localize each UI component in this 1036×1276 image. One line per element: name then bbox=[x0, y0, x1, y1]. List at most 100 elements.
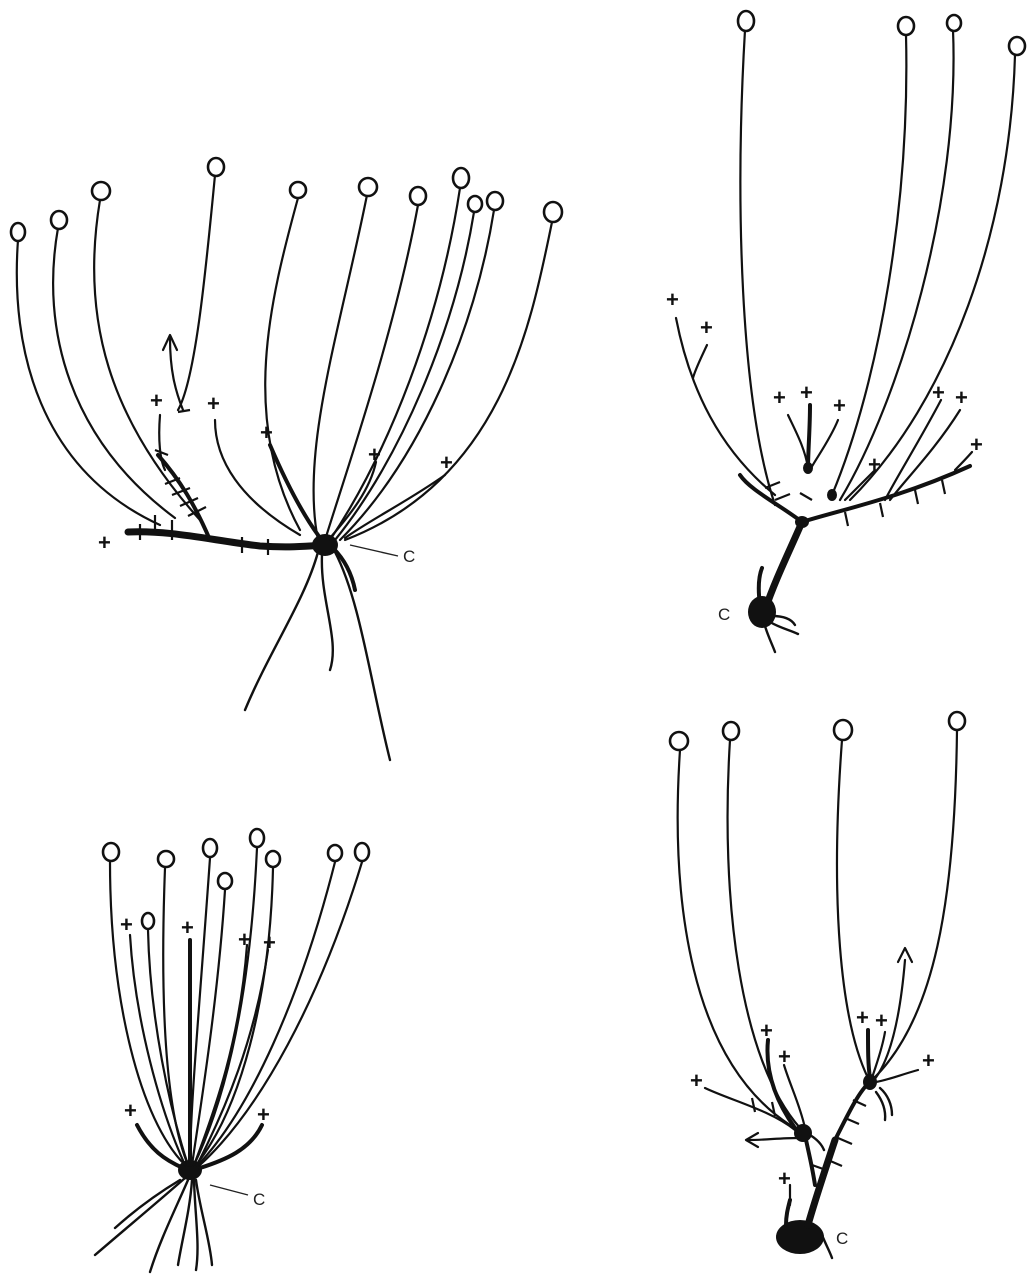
plant-2-bud bbox=[738, 11, 754, 31]
plant-4-rhizome bbox=[835, 1082, 870, 1140]
plant-2-stem bbox=[832, 35, 906, 495]
plant-2-stem bbox=[840, 30, 954, 500]
plant-4-node bbox=[794, 1124, 812, 1142]
plant-3-bud bbox=[250, 829, 264, 847]
plant-1-bud bbox=[92, 182, 110, 200]
plant-1-bud bbox=[410, 187, 426, 205]
plant-4-bud bbox=[834, 720, 852, 740]
plant-3-bud bbox=[266, 851, 280, 867]
plant-4-bud bbox=[723, 722, 739, 740]
plant-4-stem bbox=[876, 1070, 918, 1082]
plant-3-root bbox=[178, 1180, 192, 1265]
plant-4-stock bbox=[808, 1140, 835, 1225]
plant-2-stock bbox=[765, 522, 802, 610]
plant-1-stem bbox=[178, 175, 215, 410]
plant-2-dead-tip-marker: + bbox=[773, 385, 786, 410]
plant-2-dead-tip-marker: + bbox=[833, 393, 846, 418]
plant-4-dead-tip-marker: + bbox=[778, 1166, 791, 1191]
plant-3-bud bbox=[218, 873, 232, 889]
plant-2-bud bbox=[947, 15, 961, 31]
plant-1-bud bbox=[359, 178, 377, 196]
plant-1-rhizome-branch bbox=[158, 455, 210, 540]
plant-1-rhizome bbox=[128, 532, 325, 547]
plant-2-stem bbox=[788, 415, 808, 468]
plant-2-bud bbox=[1009, 37, 1025, 55]
plant-1-bud bbox=[208, 158, 224, 176]
plant-3-root bbox=[150, 1180, 188, 1272]
plant-3-dead-tip-marker: + bbox=[257, 1102, 270, 1127]
plant-1-stem bbox=[335, 212, 474, 540]
plant-2-dead-tip-marker: + bbox=[800, 380, 813, 405]
plant-2-dead-tip-marker: + bbox=[700, 315, 713, 340]
plant-2-bud bbox=[898, 17, 914, 35]
plant-3-dead-tip-marker: + bbox=[238, 927, 251, 952]
plant-1-stem bbox=[94, 200, 200, 520]
plant-4-arrow-shoot bbox=[748, 1138, 798, 1140]
plant-3-dead-tip-marker: + bbox=[120, 912, 133, 937]
plant-4-dead-tip-marker: + bbox=[690, 1068, 703, 1093]
plant-2-node bbox=[795, 516, 809, 528]
plant-3-stem bbox=[148, 930, 188, 1165]
plant-2-dead-tip-marker: + bbox=[932, 380, 945, 405]
plant-3-dead-tip-marker: + bbox=[124, 1098, 137, 1123]
plant-1-stem bbox=[330, 188, 460, 540]
plant-1-stem bbox=[313, 195, 367, 540]
plant-1-bud bbox=[11, 223, 25, 241]
plant-1: + + + + + + C bbox=[11, 158, 562, 760]
plant-2-dead-tip-marker: + bbox=[955, 385, 968, 410]
plant-1-dead-tip-marker: + bbox=[207, 391, 220, 416]
plant-1-stem bbox=[265, 198, 300, 530]
plant-2-stem bbox=[740, 30, 775, 505]
plant-4-dead-tip-marker: + bbox=[856, 1005, 869, 1030]
plant-4-stem bbox=[728, 740, 800, 1128]
plant-1-root bbox=[335, 552, 390, 760]
plant-2-stem bbox=[676, 318, 775, 495]
plant-2-dead-tip-marker: + bbox=[868, 452, 881, 477]
plant-3: + + + + + + C bbox=[95, 829, 369, 1272]
plant-3-bud bbox=[355, 843, 369, 861]
plant-3-label-leader bbox=[210, 1185, 248, 1195]
plant-4-crown-label: C bbox=[836, 1229, 848, 1248]
plant-4-stem bbox=[872, 1032, 885, 1078]
plant-2-stem bbox=[693, 345, 707, 378]
plant-3-bud bbox=[328, 845, 342, 861]
plant-1-bud bbox=[290, 182, 306, 198]
plant-3-dead-tip-marker: + bbox=[181, 915, 194, 940]
plant-3-bud bbox=[158, 851, 174, 867]
plant-2-dead-tip-marker: + bbox=[666, 287, 679, 312]
plant-4-rootlet bbox=[822, 1235, 832, 1258]
plant-1-bud bbox=[453, 168, 469, 188]
plant-1-bud bbox=[544, 202, 562, 222]
plant-2-rhizome bbox=[740, 475, 802, 522]
plant-2-crown-label: C bbox=[718, 605, 730, 624]
plant-1-stem bbox=[17, 240, 160, 525]
plant-4-bud bbox=[949, 712, 965, 730]
plant-1-stem bbox=[53, 228, 175, 518]
plant-1-stem bbox=[340, 210, 494, 540]
plant-4-dead-tip-marker: + bbox=[922, 1048, 935, 1073]
plant-3-stem bbox=[190, 858, 210, 1165]
plant-4-bud bbox=[670, 732, 688, 750]
plant-2-stem bbox=[808, 405, 810, 470]
plant-1-dead-tip-marker: + bbox=[260, 420, 273, 445]
plant-2-stem bbox=[810, 420, 838, 470]
plant-4: + + + + + + + C bbox=[670, 712, 965, 1258]
plant-1-bud bbox=[51, 211, 67, 229]
plant-4-crown-node bbox=[776, 1220, 824, 1254]
plant-4-rootlet bbox=[810, 1135, 824, 1150]
plant-2-root bbox=[765, 626, 775, 652]
plant-3-bud bbox=[203, 839, 217, 857]
plant-1-root bbox=[322, 555, 333, 670]
plant-3-dead-tip-marker: + bbox=[263, 930, 276, 955]
plant-1-dead-tip-marker: + bbox=[98, 530, 111, 555]
plant-1-dead-tip-marker: + bbox=[150, 388, 163, 413]
plant-1-dead-tip-marker: + bbox=[368, 442, 381, 467]
plant-1-stem bbox=[345, 222, 552, 540]
plant-3-crown-label: C bbox=[253, 1190, 265, 1209]
plant-3-bud bbox=[142, 913, 154, 929]
plant-4-rootlet bbox=[876, 1092, 885, 1120]
plant-1-label-leader bbox=[350, 545, 398, 556]
plant-2: + + + + + + + + + C bbox=[666, 11, 1025, 652]
plant-1-bud bbox=[487, 192, 503, 210]
